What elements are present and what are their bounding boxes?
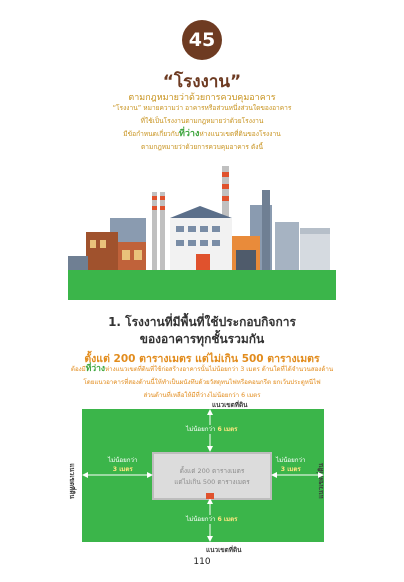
- top-setback-value: 6 เมตร: [217, 426, 238, 433]
- page-subtitle: ตามกฎหมายว่าด้วยการควบคุมอาคาร: [128, 93, 276, 103]
- left-setback-pre: ไม่น้อยกว่า: [108, 457, 138, 464]
- requirement-line-1-post: ห่างแนวเขตที่ดินที่ใช้ก่อสร้างอาคารนั้นไ…: [105, 366, 334, 373]
- bottom-setback-value: 6 เมตร: [217, 516, 238, 523]
- requirement-line-3: ส่วนด้านที่เหลือให้มีที่ว่างไม่น้อยกว่า …: [143, 392, 261, 399]
- intro-line-3-pre: มีข้อกำหนดเกี่ยวกับ: [123, 130, 179, 138]
- left-setback-label: ไม่น้อยกว่า 3 เมตร: [108, 456, 137, 474]
- building-label-line-1: ตั้งแต่ 200 ตารางเมตร: [179, 467, 245, 475]
- top-setback-pre: ไม่น้อยกว่า: [186, 426, 216, 433]
- requirement-line-1: ต้องมีที่ว่างห่างแนวเขตที่ดินที่ใช้ก่อสร…: [0, 363, 404, 376]
- bottom-setback-pre: ไม่น้อยกว่า: [186, 516, 216, 523]
- area-range-heading: ตั้งแต่ 200 ตารางเมตร แต่ไม่เกิน 500 ตาร…: [84, 353, 320, 365]
- boundary-label-top: แนวเขตที่ดิน: [212, 401, 248, 409]
- section-heading-line-1: 1. โรงงานที่มีพื้นที่ใช้ประกอบกิจการ: [108, 315, 296, 329]
- intro-line-1: “โรงงาน” หมายความว่า อาคารหรือส่วนหนึ่งส…: [112, 104, 292, 112]
- building-label-line-2: แต่ไม่เกิน 500 ตารางเมตร: [174, 478, 250, 486]
- page-number: 110: [193, 557, 211, 567]
- right-setback-label: ไม่น้อยกว่า 3 เมตร: [276, 456, 305, 474]
- building-footprint: ตั้งแต่ 200 ตารางเมตร แต่ไม่เกิน 500 ตาร…: [152, 452, 272, 500]
- requirement-line-2: โดยแนวอาคารที่สองด้านนี้ให้ทำเป็นผนังทึบ…: [83, 379, 321, 386]
- boundary-label-bottom: แนวเขตที่ดิน: [206, 546, 242, 554]
- requirement-open-space-highlight: ที่ว่าง: [85, 364, 106, 374]
- intro-line-2: ที่ใช้เป็นโรงงานตามกฎหมายว่าด้วยโรงงาน: [140, 117, 264, 125]
- chapter-number-badge: 45: [182, 20, 222, 60]
- intro-line-3: มีข้อกำหนดเกี่ยวกับที่ว่างห่างแนวเขตที่ด…: [0, 128, 404, 141]
- requirement-line-1-pre: ต้องมี: [70, 366, 86, 373]
- requirement-paragraph: ต้องมีที่ว่างห่างแนวเขตที่ดินที่ใช้ก่อสร…: [0, 363, 404, 402]
- section-heading: 1. โรงงานที่มีพื้นที่ใช้ประกอบกิจการ ของ…: [0, 314, 404, 348]
- intro-line-4: ตามกฎหมายว่าด้วยการควบคุมอาคาร ดังนี้: [141, 143, 263, 151]
- left-setback-value: 3 เมตร: [112, 466, 133, 473]
- boundary-label-left: แนวเขตที่ดิน: [67, 463, 76, 499]
- intro-paragraph: “โรงงาน” หมายความว่า อาคารหรือส่วนหนึ่งส…: [0, 102, 404, 154]
- door-marker: [206, 493, 214, 499]
- open-space-highlight: ที่ว่าง: [178, 129, 200, 139]
- factory-ground: [68, 270, 336, 300]
- page-title: “โรงงาน”: [162, 72, 242, 92]
- bottom-setback-label: ไม่น้อยกว่า 6 เมตร: [184, 515, 240, 524]
- top-setback-label: ไม่น้อยกว่า 6 เมตร: [184, 425, 240, 434]
- right-setback-value: 3 เมตร: [280, 466, 301, 473]
- section-heading-line-2: ของอาคารทุกชั้นรวมกัน: [139, 332, 265, 346]
- right-setback-pre: ไม่น้อยกว่า: [276, 457, 306, 464]
- factory-illustration: [68, 166, 336, 300]
- intro-line-3-post: ห่างแนวเขตที่ดินของโรงงาน: [199, 130, 281, 138]
